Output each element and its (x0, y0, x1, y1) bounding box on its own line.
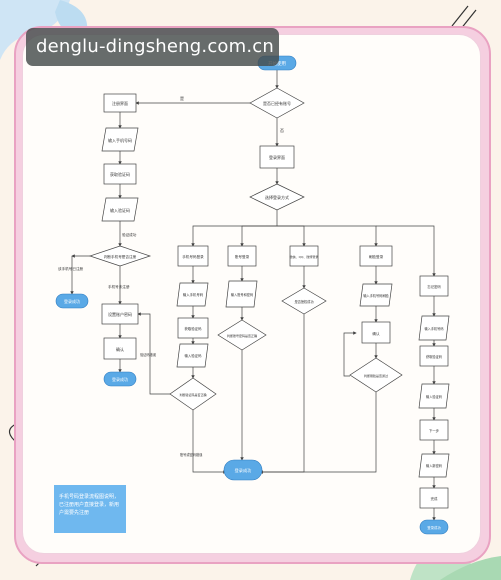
decision-auth-label: 是否授权成功 (294, 299, 313, 304)
set-password-label: 设置账户密码 (108, 311, 132, 317)
label-registered: 该手机号已注册 (58, 266, 84, 271)
face-scan-label: 输入手机号码刷脸 (363, 293, 389, 298)
login-page-box (259, 145, 295, 169)
login-confirm-label: 确认 (116, 346, 124, 352)
decision-method (249, 183, 305, 211)
right-end-terminal (419, 519, 449, 535)
get-code3-label: 获取验证码 (426, 354, 442, 359)
leaf-decoration-bottom-right-2 (440, 556, 501, 580)
watermark-text: denglu-dingsheng.com.cn (36, 36, 274, 57)
decision-check (88, 245, 152, 267)
get-code-label: 获取验证码 (110, 171, 130, 177)
face-confirm-label: 确认 (372, 331, 380, 336)
new-pwd-box (418, 453, 450, 478)
connectors (70, 70, 436, 521)
face-scan-box (359, 283, 393, 307)
phone-login-box (177, 245, 209, 267)
next-label: 下一步 (429, 428, 440, 433)
decision-pwd (217, 319, 267, 351)
phone-login-label: 手机号码登录 (182, 254, 204, 259)
login-success-terminal (223, 459, 263, 481)
face-login-box (359, 245, 393, 267)
login-confirm-box (103, 337, 137, 360)
input-phone2-label: 输入手机号码 (183, 292, 204, 297)
done-label: 完成 (431, 496, 438, 501)
new-pwd-label: 输入新密码 (426, 463, 442, 468)
third-party-box (289, 245, 319, 267)
label-unregistered: 手机号未注册 (108, 284, 130, 289)
register-end-label: 登录成功 (64, 298, 80, 304)
input-code3-box (418, 383, 450, 409)
input-code2-box (176, 343, 209, 368)
get-code-box (103, 163, 137, 185)
decision-verify-label: 判断验证码是否正确 (179, 392, 206, 397)
label-code-ok: 验证成功 (122, 232, 137, 237)
left-end-label: 登录成功 (112, 376, 128, 382)
input-code-label: 输入验证码 (110, 207, 130, 213)
decision-auth (281, 287, 327, 315)
set-password-box (101, 303, 139, 325)
done-box (419, 487, 449, 509)
decision-pwd-label: 判断账号密码是否正确 (227, 333, 257, 338)
forgot-box (419, 275, 449, 297)
input-phone-box (101, 127, 139, 152)
login-page-label: 登录界面 (269, 154, 285, 160)
decision-registered-label: 是否已经有账号 (263, 100, 291, 106)
input-code3-label: 输入验证码 (426, 394, 442, 399)
input-code-box (101, 197, 139, 222)
decision-method-label: 选择登录方式 (265, 194, 289, 200)
label-fail: 验证码错误 (140, 352, 157, 357)
input-account-box (225, 280, 258, 308)
input-phone2-box (176, 282, 209, 307)
decision-check-label: 判断手机号是否注册 (104, 254, 137, 259)
register-page-box (103, 93, 137, 113)
input-phone-label: 输入手机号码 (108, 137, 132, 143)
login-success-label: 登录成功 (235, 467, 252, 474)
label-no: 否 (280, 128, 284, 133)
decision-registered (249, 87, 305, 119)
decision-verify (169, 377, 217, 411)
input-account-label: 输入账号和密码 (231, 292, 253, 297)
get-code2-box (177, 317, 209, 339)
third-party-label: 微信、QQ、微博登录 (290, 254, 319, 259)
input-phone3-label: 输入手机号码 (424, 326, 443, 331)
info-note-text: 手机号码登录流程图说明，已注册用户直接登录，新用户需要先注册 (59, 494, 120, 516)
get-code2-label: 获取验证码 (185, 326, 203, 331)
account-login-box (227, 245, 257, 267)
label-yes: 是 (180, 95, 184, 101)
info-note: 手机号码登录流程图说明，已注册用户直接登录，新用户需要先注册 (54, 485, 126, 533)
forgot-label: 忘记密码 (427, 284, 441, 289)
input-code2-label: 输入验证码 (185, 353, 203, 358)
face-confirm-box (361, 321, 391, 344)
next-box (419, 419, 449, 441)
get-code3-box (419, 345, 449, 367)
label-wrong: 账号或密码错误 (180, 452, 203, 457)
account-login-label: 账号登录 (235, 254, 250, 259)
face-login-label: 刷脸登录 (369, 254, 384, 259)
input-phone3-box (418, 315, 450, 341)
register-page-label: 注册界面 (112, 100, 128, 106)
left-end-terminal (103, 371, 137, 387)
watermark-banner: denglu-dingsheng.com.cn (26, 28, 279, 66)
decision-face (349, 357, 403, 393)
decision-face-label: 判断刷脸是否通过 (364, 373, 388, 378)
register-end-terminal (55, 293, 89, 309)
stroke-decoration-top-right (451, 5, 469, 27)
right-end-label: 登录成功 (427, 525, 441, 530)
